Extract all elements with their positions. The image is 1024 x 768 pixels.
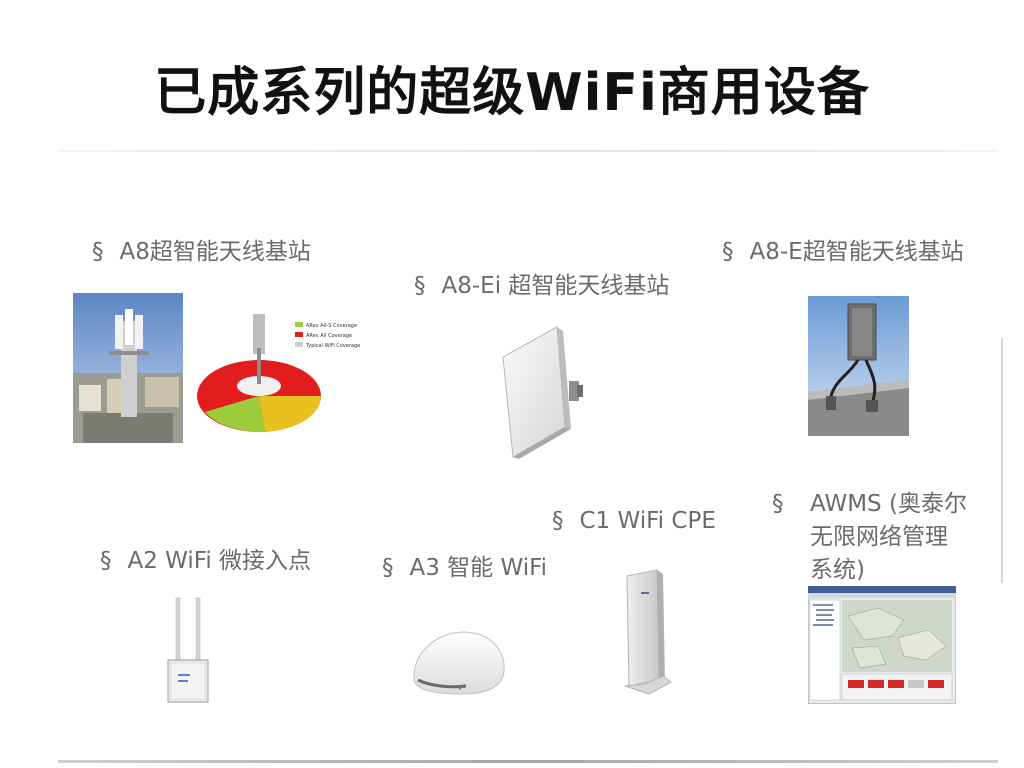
a3-label: § A3 智能 WiFi [382, 553, 547, 583]
a8-label-text: A8超智能天线基站 [119, 239, 311, 265]
awms-label-text: AWMS (奥泰尔无限网络管理系统) [810, 491, 967, 583]
c1-label: § C1 WiFi CPE [552, 506, 716, 536]
legend-item: ARev All-S Coverage [306, 323, 357, 329]
a8-tower-photo [73, 293, 183, 443]
awms-label: § AWMS (奥泰尔无限网络管理系统) [772, 488, 992, 588]
a3-dome-device [410, 628, 508, 700]
title-divider [58, 150, 998, 152]
legend-item: Typical WiFi Coverage [305, 343, 360, 349]
a2-label-text: A2 WiFi 微接入点 [127, 548, 312, 574]
legend-item: ARev All Coverage [306, 333, 352, 339]
bullet-icon: § [552, 508, 564, 534]
side-divider [1001, 338, 1003, 583]
bullet-icon: § [722, 239, 734, 265]
a8-ei-panel-antenna [493, 323, 595, 463]
bullet-icon: § [772, 491, 784, 517]
bullet-icon: § [100, 548, 112, 574]
a8-label: § A8超智能天线基站 [92, 237, 311, 267]
a2-label: § A2 WiFi 微接入点 [100, 546, 311, 576]
a8-e-mounted-photo [808, 296, 909, 436]
c1-cpe-device [615, 568, 675, 703]
footer-divider [58, 760, 998, 763]
bullet-icon: § [414, 273, 426, 299]
c1-label-text: C1 WiFi CPE [579, 508, 716, 534]
bullet-icon: § [92, 239, 104, 265]
a8-e-label-text: A8-E超智能天线基站 [749, 239, 964, 265]
a8-e-label: § A8-E超智能天线基站 [722, 237, 964, 267]
a8-ei-label-text: A8-Ei 超智能天线基站 [441, 273, 670, 299]
awms-screenshot [807, 585, 957, 705]
a2-access-point [164, 596, 214, 706]
a8-ei-label: § A8-Ei 超智能天线基站 [414, 271, 669, 301]
a8-coverage-diagram: ARev All-S Coverage ARev All Coverage Ty… [195, 308, 370, 438]
a3-label-text: A3 智能 WiFi [409, 555, 548, 581]
bullet-icon: § [382, 555, 394, 581]
page-title: 已成系列的超级WiFi商用设备 [154, 63, 870, 123]
